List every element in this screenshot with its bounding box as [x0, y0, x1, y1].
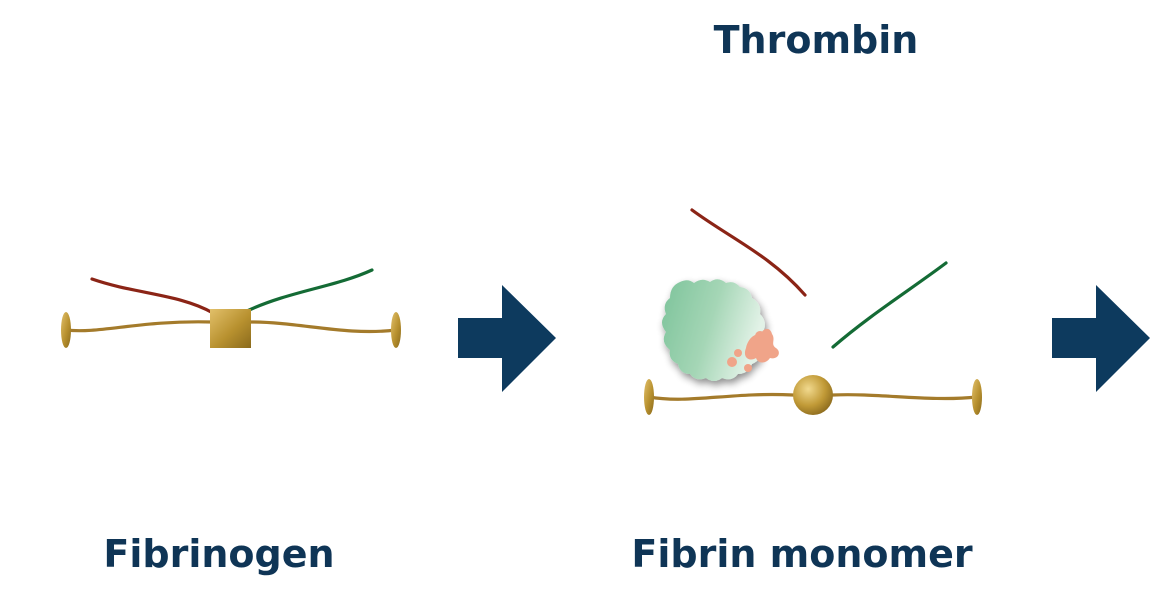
fibrinopeptide-b-strand	[245, 268, 374, 313]
fibrin-d-domain-right	[972, 379, 982, 415]
fibrinogen-molecule	[61, 268, 401, 348]
thrombin-active-site	[727, 328, 779, 372]
thrombin-label: Thrombin	[714, 18, 919, 62]
fibrinogen-label: Fibrinogen	[103, 532, 334, 576]
arrow-right-icon	[1052, 285, 1150, 392]
fibrin-monomer-label: Fibrin monomer	[631, 532, 972, 576]
fibrin-backbone	[647, 392, 979, 401]
released-fibrinopeptide-b	[831, 261, 948, 349]
fibrin-e-domain	[793, 375, 833, 415]
fibrin-d-domain-left	[644, 379, 654, 415]
fibrinogen-d-domain-left	[61, 312, 71, 348]
fibrinogen-e-domain	[210, 309, 251, 348]
released-fibrinopeptide-a	[690, 208, 807, 297]
fibrinogen-d-domain-right	[391, 312, 401, 348]
fibrin-monomer-molecule	[644, 375, 982, 415]
fibrinogen-backbone	[64, 320, 398, 334]
arrow-right-icon	[458, 285, 556, 392]
fibrinopeptide-a-strand	[90, 277, 215, 315]
